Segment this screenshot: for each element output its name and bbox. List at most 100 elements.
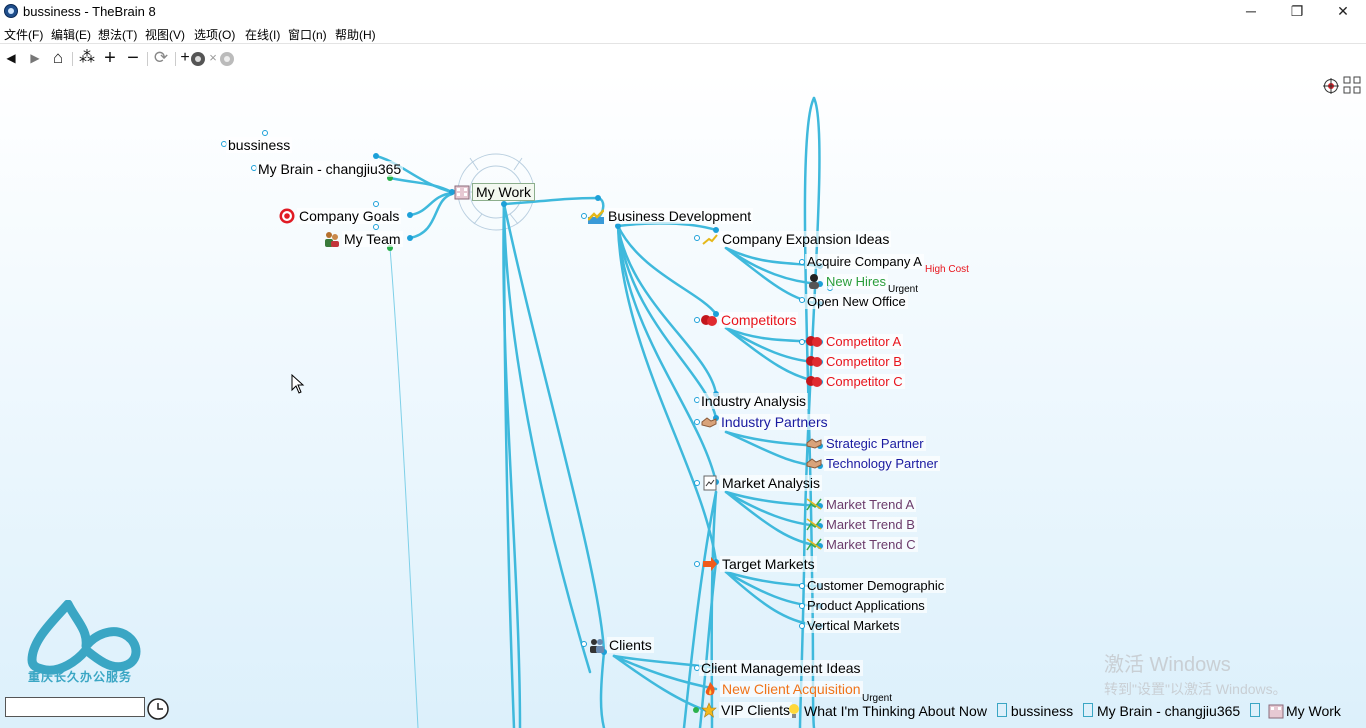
boxing-gloves-icon — [701, 315, 717, 326]
back-icon[interactable]: ◀ — [6, 51, 16, 65]
thought-target-markets[interactable]: Target Markets — [702, 555, 817, 573]
thought-company-expansion-ideas[interactable]: Company Expansion Ideas — [702, 230, 892, 248]
growth-arrow-icon — [702, 234, 718, 245]
pin-my-brain[interactable]: My Brain - changjiu365 — [1083, 700, 1240, 722]
thought-new-client-acquisition[interactable]: New Client Acquisition — [702, 680, 863, 698]
mouse-cursor-icon — [291, 374, 305, 394]
thought-my-brain[interactable]: My Brain - changjiu365 — [256, 161, 404, 177]
thought-business-development[interactable]: Business Development — [588, 207, 754, 225]
thought-competitor-c[interactable]: Competitor C — [806, 373, 905, 391]
boxing-gloves-icon — [806, 356, 822, 367]
tag-urgent: Urgent — [888, 284, 919, 295]
thought-industry-partners[interactable]: Industry Partners — [701, 413, 830, 431]
remove-thought-icon[interactable]: − — [127, 47, 139, 69]
team-icon — [325, 232, 339, 247]
focus-target-icon[interactable] — [1323, 78, 1339, 94]
boxing-gloves-icon — [806, 336, 822, 347]
pin-marker-icon — [996, 703, 1007, 717]
star-icon — [701, 702, 717, 718]
expand-thoughts-icon[interactable]: ⁂ — [79, 49, 95, 66]
menu-bar: 文件(F) 编辑(E) 想法(T) 视图(V) 选项(O) 在线(I) 窗口(n… — [0, 23, 1366, 44]
pin-marker-icon — [1250, 703, 1261, 717]
window-title: bussiness - TheBrain 8 — [23, 4, 156, 19]
plex-canvas[interactable]: bussiness My Brain - changjiu365 My Work… — [0, 72, 1366, 728]
thought-market-trend-a[interactable]: Market Trend A — [806, 496, 917, 514]
add-link-icon[interactable]: + — [180, 49, 190, 66]
toolbar-divider — [175, 52, 176, 66]
trend-chart-icon — [806, 518, 822, 531]
thought-market-analysis[interactable]: Market Analysis — [702, 474, 823, 492]
thought-company-goals[interactable]: Company Goals — [279, 207, 402, 225]
thebrain-app-icon[interactable] — [4, 4, 18, 18]
thought-competitor-a[interactable]: Competitor A — [806, 333, 904, 351]
menu-edit[interactable]: 编辑(E) — [51, 28, 91, 42]
logo-text: 重庆长久办公服务 — [28, 670, 133, 684]
thought-open-new-office[interactable]: Open New Office — [805, 294, 908, 309]
menu-online[interactable]: 在线(I) — [245, 28, 281, 42]
building-icon — [1268, 704, 1284, 719]
tag-urgent: Urgent — [862, 693, 893, 704]
thought-acquire-company-a[interactable]: Acquire Company A — [805, 254, 924, 269]
pins-bar: What I'm Thinking About Now bussiness My… — [786, 700, 1347, 722]
arrow-right-icon — [703, 557, 717, 571]
thought-market-trend-c[interactable]: Market Trend C — [806, 536, 918, 554]
target-icon — [279, 208, 295, 224]
boxing-gloves-icon — [806, 376, 822, 387]
thought-bussiness[interactable]: bussiness — [226, 137, 293, 153]
handshake-icon — [806, 458, 822, 469]
thought-product-applications[interactable]: Product Applications — [805, 598, 927, 613]
thought-vertical-markets[interactable]: Vertical Markets — [805, 618, 902, 633]
handshake-icon — [701, 417, 717, 428]
toolbar-divider — [72, 52, 73, 66]
link-thought-icon[interactable] — [190, 51, 206, 67]
forward-icon[interactable]: ▶ — [30, 51, 40, 65]
minimize-button[interactable]: ─ — [1246, 3, 1256, 19]
close-button[interactable]: ✕ — [1337, 3, 1349, 19]
menu-thought[interactable]: 想法(T) — [98, 28, 138, 42]
history-clock-icon[interactable] — [147, 698, 169, 720]
search-input[interactable] — [5, 697, 145, 717]
thought-industry-analysis[interactable]: Industry Analysis — [699, 393, 809, 409]
thought-client-management-ideas[interactable]: Client Management Ideas — [699, 660, 863, 676]
home-icon[interactable]: ⌂ — [52, 48, 64, 67]
thought-my-team[interactable]: My Team — [324, 230, 403, 248]
handshake-icon — [806, 438, 822, 449]
title-bar: bussiness - TheBrain 8 ─ ❐ ✕ — [0, 0, 1366, 23]
lightbulb-icon — [789, 704, 799, 718]
clients-icon — [590, 639, 604, 653]
layout-grid-icon[interactable] — [1343, 76, 1361, 94]
add-thought-icon[interactable]: + — [104, 47, 116, 69]
menu-view[interactable]: 视图(V) — [145, 28, 185, 42]
menu-help[interactable]: 帮助(H) — [335, 28, 376, 42]
thought-competitors[interactable]: Competitors — [701, 311, 799, 329]
thought-technology-partner[interactable]: Technology Partner — [806, 455, 941, 473]
menu-options[interactable]: 选项(O) — [194, 28, 236, 42]
pin-my-work[interactable]: My Work — [1250, 700, 1341, 722]
unlink-thought-icon[interactable] — [219, 51, 235, 67]
refresh-icon[interactable]: ⟳ — [153, 48, 169, 67]
thought-links — [221, 96, 833, 728]
maximize-button[interactable]: ❐ — [1290, 3, 1304, 19]
thought-clients[interactable]: Clients — [589, 636, 654, 654]
menu-file[interactable]: 文件(F) — [4, 28, 44, 42]
pin-bussiness[interactable]: bussiness — [996, 700, 1073, 722]
menu-window[interactable]: 窗口(n) — [288, 28, 327, 42]
trend-chart-icon — [806, 498, 822, 511]
active-thought-my-work[interactable]: My Work — [454, 183, 535, 201]
thought-customer-demographic[interactable]: Customer Demographic — [805, 578, 947, 593]
windows-activation-watermark: 激活 Windows 转到"设置"以激活 Windows。 — [1104, 654, 1287, 697]
tag-high-cost: High Cost — [925, 264, 969, 275]
thought-competitor-b[interactable]: Competitor B — [806, 353, 904, 371]
chart-growth-icon — [588, 209, 604, 224]
trend-chart-icon — [806, 538, 822, 551]
thought-strategic-partner[interactable]: Strategic Partner — [806, 435, 926, 453]
building-icon — [454, 185, 470, 200]
thought-new-hires[interactable]: New Hires — [806, 273, 888, 291]
thought-vip-clients[interactable]: VIP Clients — [701, 701, 792, 719]
document-chart-icon — [703, 475, 717, 491]
remove-link-icon[interactable]: × — [209, 50, 217, 65]
thought-market-trend-b[interactable]: Market Trend B — [806, 516, 917, 534]
toolbar-divider — [147, 52, 148, 66]
pin-marker-icon — [1083, 703, 1093, 717]
pin-thinking-about-now[interactable]: What I'm Thinking About Now — [786, 700, 987, 722]
